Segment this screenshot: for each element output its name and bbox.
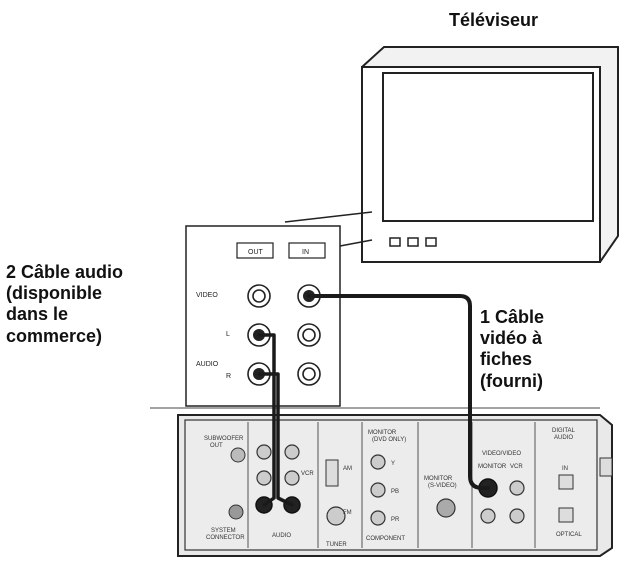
audio-text: AUDIO xyxy=(196,361,219,368)
connector-text: CONNECTOR xyxy=(206,535,245,541)
y-text: Y xyxy=(391,461,395,467)
video-text: VIDEO xyxy=(196,292,218,299)
audio-cable-label: 2 Câble audio (disponible dans le commer… xyxy=(6,262,124,346)
audio-l-in-jack-inner xyxy=(302,328,316,342)
tv-button xyxy=(389,237,401,247)
digital-out-text: OPTICAL xyxy=(556,532,582,538)
tv-button xyxy=(425,237,437,247)
digital-in-text: IN xyxy=(562,466,568,472)
am-ant-terminal xyxy=(325,459,339,487)
receiver-jack xyxy=(256,470,272,486)
system-text: SYSTEM xyxy=(211,528,236,534)
system-connector xyxy=(228,504,244,520)
receiver-jack xyxy=(284,444,300,460)
monitor-out-dvd-text: (DVD ONLY) xyxy=(372,437,406,443)
receiver: SUBWOOFER OUT SYSTEM CONNECTOR VCR AUDIO… xyxy=(177,414,613,557)
out-box xyxy=(236,242,274,259)
audio-cable xyxy=(257,333,294,507)
in-box xyxy=(288,242,326,259)
component-pb-jack xyxy=(370,482,386,498)
component-pr-jack xyxy=(370,510,386,526)
svideo-jack xyxy=(436,498,456,518)
digital-audio-text: AUDIO xyxy=(554,435,573,441)
video-cable-label: 1 Câble vidéo à fiches (fourni) xyxy=(480,307,545,391)
audio-section-text: AUDIO xyxy=(272,533,291,539)
monitor-v-text: MONITOR xyxy=(478,464,507,470)
fm-text: FM xyxy=(343,510,352,516)
video-cable xyxy=(307,294,490,490)
vcr-out-video-jack xyxy=(509,480,525,496)
monitor-out-text: MONITOR xyxy=(368,430,397,436)
component-y-jack xyxy=(370,454,386,470)
digital-in-port xyxy=(558,474,574,490)
vcr-out-text: VCR xyxy=(301,471,314,477)
receiver-tab xyxy=(599,457,613,477)
fm-ant-jack xyxy=(326,506,346,526)
digital-text: DIGITAL xyxy=(552,428,576,434)
r-text: R xyxy=(226,373,231,380)
television xyxy=(361,46,619,263)
receiver-jack xyxy=(256,444,272,460)
in-text: IN xyxy=(302,249,309,256)
receiver-jack xyxy=(284,470,300,486)
subwoofer-out-text: OUT xyxy=(210,443,223,449)
tv-button xyxy=(407,237,419,247)
vcr-in-video-jack xyxy=(509,508,525,524)
pr-text: PR xyxy=(391,517,400,523)
receiver-panel xyxy=(184,419,598,551)
am-text: AM xyxy=(343,466,352,472)
tv-label: Téléviseur xyxy=(449,10,539,30)
svideo-out-text: (S-VIDEO) xyxy=(428,483,457,489)
audio-r-in-jack-inner xyxy=(302,367,316,381)
tv-screen xyxy=(382,72,594,222)
pb-text: PB xyxy=(391,489,399,495)
svideo-text: MONITOR xyxy=(424,476,453,482)
video-in-jack xyxy=(480,508,496,524)
callout-line xyxy=(284,211,373,223)
l-text: L xyxy=(226,331,230,338)
out-text: OUT xyxy=(248,249,264,256)
tuner-text: TUNER xyxy=(326,542,347,548)
subwoofer-text: SUBWOOFER xyxy=(204,436,244,442)
vcr-out-v-text: VCR xyxy=(510,464,523,470)
inset-panel: OUT IN VIDEO AUDIO L R xyxy=(185,225,341,407)
video-video-text: VIDEO/VIDEO xyxy=(482,451,521,457)
digital-out-port xyxy=(558,507,574,523)
video-out-jack-inner xyxy=(252,289,266,303)
subwoofer-jack xyxy=(230,447,246,463)
callout-line xyxy=(339,239,373,247)
component-text: COMPONENT xyxy=(366,536,405,542)
